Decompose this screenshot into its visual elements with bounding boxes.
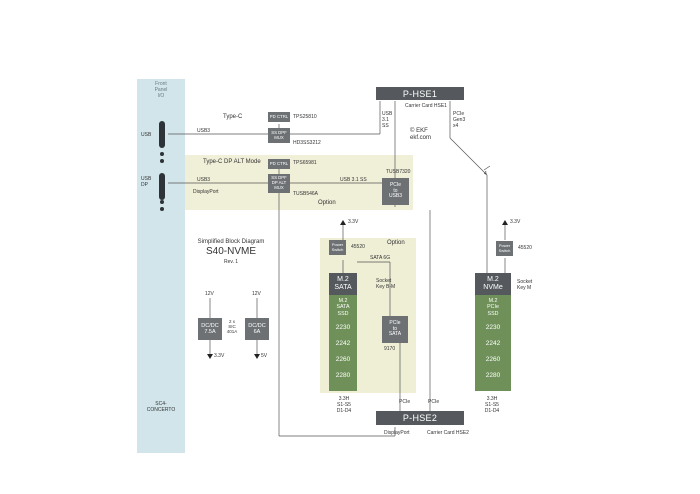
sata-3v3-label: 3.3V [348, 219, 359, 225]
dcdc2-input-label: 12V [252, 291, 261, 297]
usb-dp-port-icon [159, 173, 165, 200]
nvme-3v3-label: 3.3V [510, 219, 521, 225]
arrow-down-icon [207, 354, 213, 359]
sata-6g-label: SATA 6G [370, 255, 391, 261]
nvme-form-2280: 2280 [485, 372, 501, 380]
indicator-dot-icon [160, 200, 164, 204]
ss-dpf-mux-chip: SS DPF MUX [268, 128, 290, 143]
indicator-dot-icon [160, 207, 164, 211]
sata-45520-label: 45520 [351, 244, 365, 250]
dcdc1-input-label: 12V [205, 291, 214, 297]
copyright-label: © EKF ekf.com [410, 128, 432, 141]
usb3-label-alt: USB3 [197, 177, 211, 183]
dcdc-part-label: 2 x SIC 401A [226, 319, 238, 335]
m2-sata-socket: M.2 SATA [329, 273, 357, 295]
sata-voltage-label: 3.3H S1-S5 D1-D4 [336, 396, 352, 414]
nvme-power-switch: Power Switch [496, 241, 513, 256]
lane-count-label: 4 [484, 171, 487, 177]
carrier-hse1-label: Carrier Card HSE1 [405, 103, 447, 109]
product-label: SC4- CONCERTO [146, 401, 176, 413]
usb31-ss-label: USB 3.1 SS [340, 177, 367, 183]
indicator-dot-icon [160, 159, 164, 163]
nvme-form-2260: 2260 [485, 356, 501, 364]
carrier-hse2-label: Carrier Card HSE2 [427, 430, 469, 436]
diagram-title: S40-NVME [205, 246, 256, 257]
ss-dp-alt-mux-chip: SS DPF DP ALT MUX [268, 174, 290, 193]
pd-controller-chip-2: PD CTRL [268, 159, 290, 169]
displayport-label-bottom: DisplayPort [384, 430, 410, 436]
dcdc2-output-label: 5V [261, 353, 268, 359]
pd-controller-chip: PD CTRL [268, 112, 290, 122]
front-panel-title: Front Panel I/O [154, 81, 168, 99]
sata-form-2280: 2280 [335, 372, 351, 380]
p-hse2-connector: P-HSE2 [376, 411, 464, 425]
usb-dp-port-label: USB DP [141, 176, 152, 188]
dcdc1-output-label: 3.3V [214, 353, 225, 359]
diagram-revision: Rev. 1 [223, 259, 239, 265]
pcie-to-sata-chip: PCIe to SATA [382, 316, 408, 343]
arrow-up-icon [340, 220, 346, 225]
sata-ssd-title: M.2 SATA SSD [336, 298, 350, 317]
diagram-subtitle: Simplified Block Diagram [197, 239, 265, 245]
sata-socket-key-label: Socket Key B-M [376, 278, 396, 290]
usb-c-port-icon [159, 121, 165, 148]
dcdc-6a-chip: DC/DC 6A [245, 318, 269, 340]
m2-pcie-ssd: M.2 PCIe SSD 2230 2242 2260 2280 [475, 295, 511, 391]
nvme-ssd-title: M.2 PCIe SSD [487, 298, 499, 317]
hd3ss3212-label: HD3SS3212 [293, 140, 321, 146]
alt-option-label: Option [318, 200, 336, 206]
nvme-45520-label: 45520 [518, 245, 532, 251]
indicator-dot-icon [160, 152, 164, 156]
pcie-gen3-label: PCIe Gen3 x4 [453, 111, 466, 129]
pcie-to-usb3-chip: PCIe to USB3 [382, 178, 409, 205]
nvme-form-2242: 2242 [485, 340, 501, 348]
m2-nvme-socket: M.2 NVMe [475, 273, 511, 295]
tusb7320-label: TUSB7320 [386, 169, 411, 175]
alt-mode-title: Type-C DP ALT Mode [203, 159, 261, 165]
sata-option-label: Option [387, 240, 405, 246]
usb3-label-top: USB3 [197, 128, 211, 134]
tps25810-label: TPS25810 [293, 114, 317, 120]
chip-9170-label: 9170 [384, 346, 396, 352]
tusb546a-label: TUSB546A [293, 191, 319, 197]
sata-form-2260: 2260 [335, 356, 351, 364]
nvme-voltage-label: 3.3H S1-S5 D1-D4 [484, 396, 500, 414]
dcdc-7-5a-chip: DC/DC 7.5A [198, 318, 222, 340]
sata-power-switch: Power Switch [329, 240, 346, 255]
arrow-down-icon [254, 354, 260, 359]
arrow-up-icon [502, 220, 508, 225]
tps65981-label: TPS65981 [293, 160, 317, 166]
type-c-label: Type-C [223, 114, 243, 120]
p-hse1-connector: P-HSE1 [376, 87, 464, 100]
sata-form-2242: 2242 [335, 340, 351, 348]
usb31-label: USB 3.1 SS [382, 111, 393, 129]
m2-sata-ssd: M.2 SATA SSD 2230 2242 2260 2280 [329, 295, 357, 391]
sata-pcie-label: PCIe [399, 399, 411, 405]
usb-port-label: USB [141, 132, 152, 138]
nvme-form-2230: 2230 [485, 324, 501, 332]
displayport-label-alt: DisplayPort [193, 189, 219, 195]
phse2-pcie-label: PCIe [428, 399, 440, 405]
sata-form-2230: 2230 [335, 324, 351, 332]
nvme-socket-key-label: Socket Key M [517, 279, 533, 291]
alt-mode-band [185, 155, 413, 210]
